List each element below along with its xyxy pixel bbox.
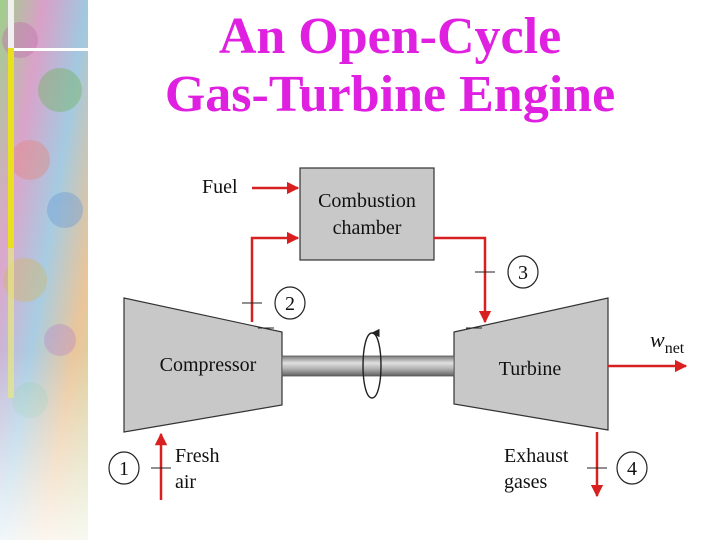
net-work-label: wnet	[650, 327, 685, 357]
fuel-label: Fuel	[202, 176, 238, 198]
state-1-number: 1	[119, 458, 129, 480]
combustion-chamber	[299, 167, 435, 261]
state-2-marker	[274, 286, 306, 320]
net-work-subscript: net	[665, 340, 685, 357]
rotation-arrow-icon	[362, 328, 382, 399]
title-line-1: An Open-Cycle	[218, 8, 562, 65]
turbine-label: Turbine	[499, 358, 562, 380]
compressor	[123, 297, 283, 433]
fresh-air-label-1: Fresh	[175, 445, 219, 467]
combustion-label-1: Combustion	[318, 190, 416, 212]
state-1-marker	[108, 451, 140, 485]
decorative-side-strip	[0, 0, 88, 540]
combustion-label-2: chamber	[333, 217, 402, 239]
compressor-outlet-flow	[250, 231, 300, 322]
net-work-symbol: w	[650, 327, 665, 352]
state-3-number: 3	[518, 262, 528, 284]
title-line-2: Gas-Turbine Engine	[164, 66, 616, 123]
turbine	[453, 297, 609, 431]
slide-title: An Open-Cycle Gas-Turbine Engine	[100, 8, 680, 124]
state-3-marker	[507, 255, 539, 289]
compressor-label: Compressor	[160, 354, 257, 376]
state-4-marker	[616, 451, 648, 485]
state-4-number: 4	[627, 458, 637, 480]
exhaust-label-2: gases	[504, 471, 548, 493]
state-2-number: 2	[285, 293, 295, 315]
shaft	[281, 355, 455, 377]
turbine-inlet-flow	[434, 236, 492, 324]
fresh-air-label-2: air	[175, 471, 196, 493]
exhaust-label-1: Exhaust	[504, 445, 569, 467]
